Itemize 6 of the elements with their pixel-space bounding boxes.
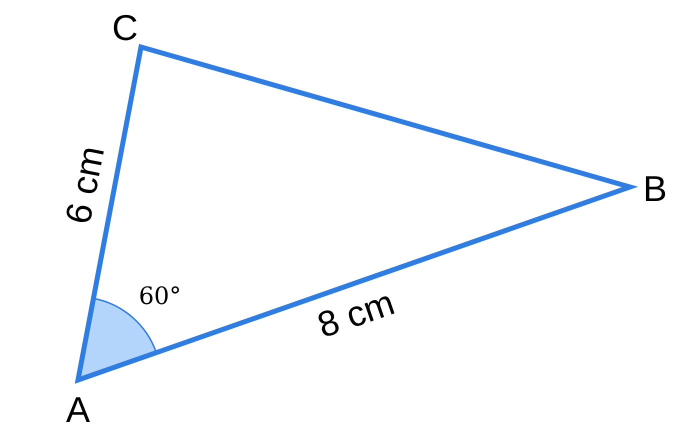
side-length-label: 6 cm <box>60 143 110 227</box>
vertex-label: A <box>66 392 90 428</box>
angle-label: 60° <box>138 284 182 308</box>
vertex-label: B <box>643 171 667 207</box>
side-length-label: 8 cm <box>313 284 399 344</box>
vertex-label: C <box>112 10 138 46</box>
